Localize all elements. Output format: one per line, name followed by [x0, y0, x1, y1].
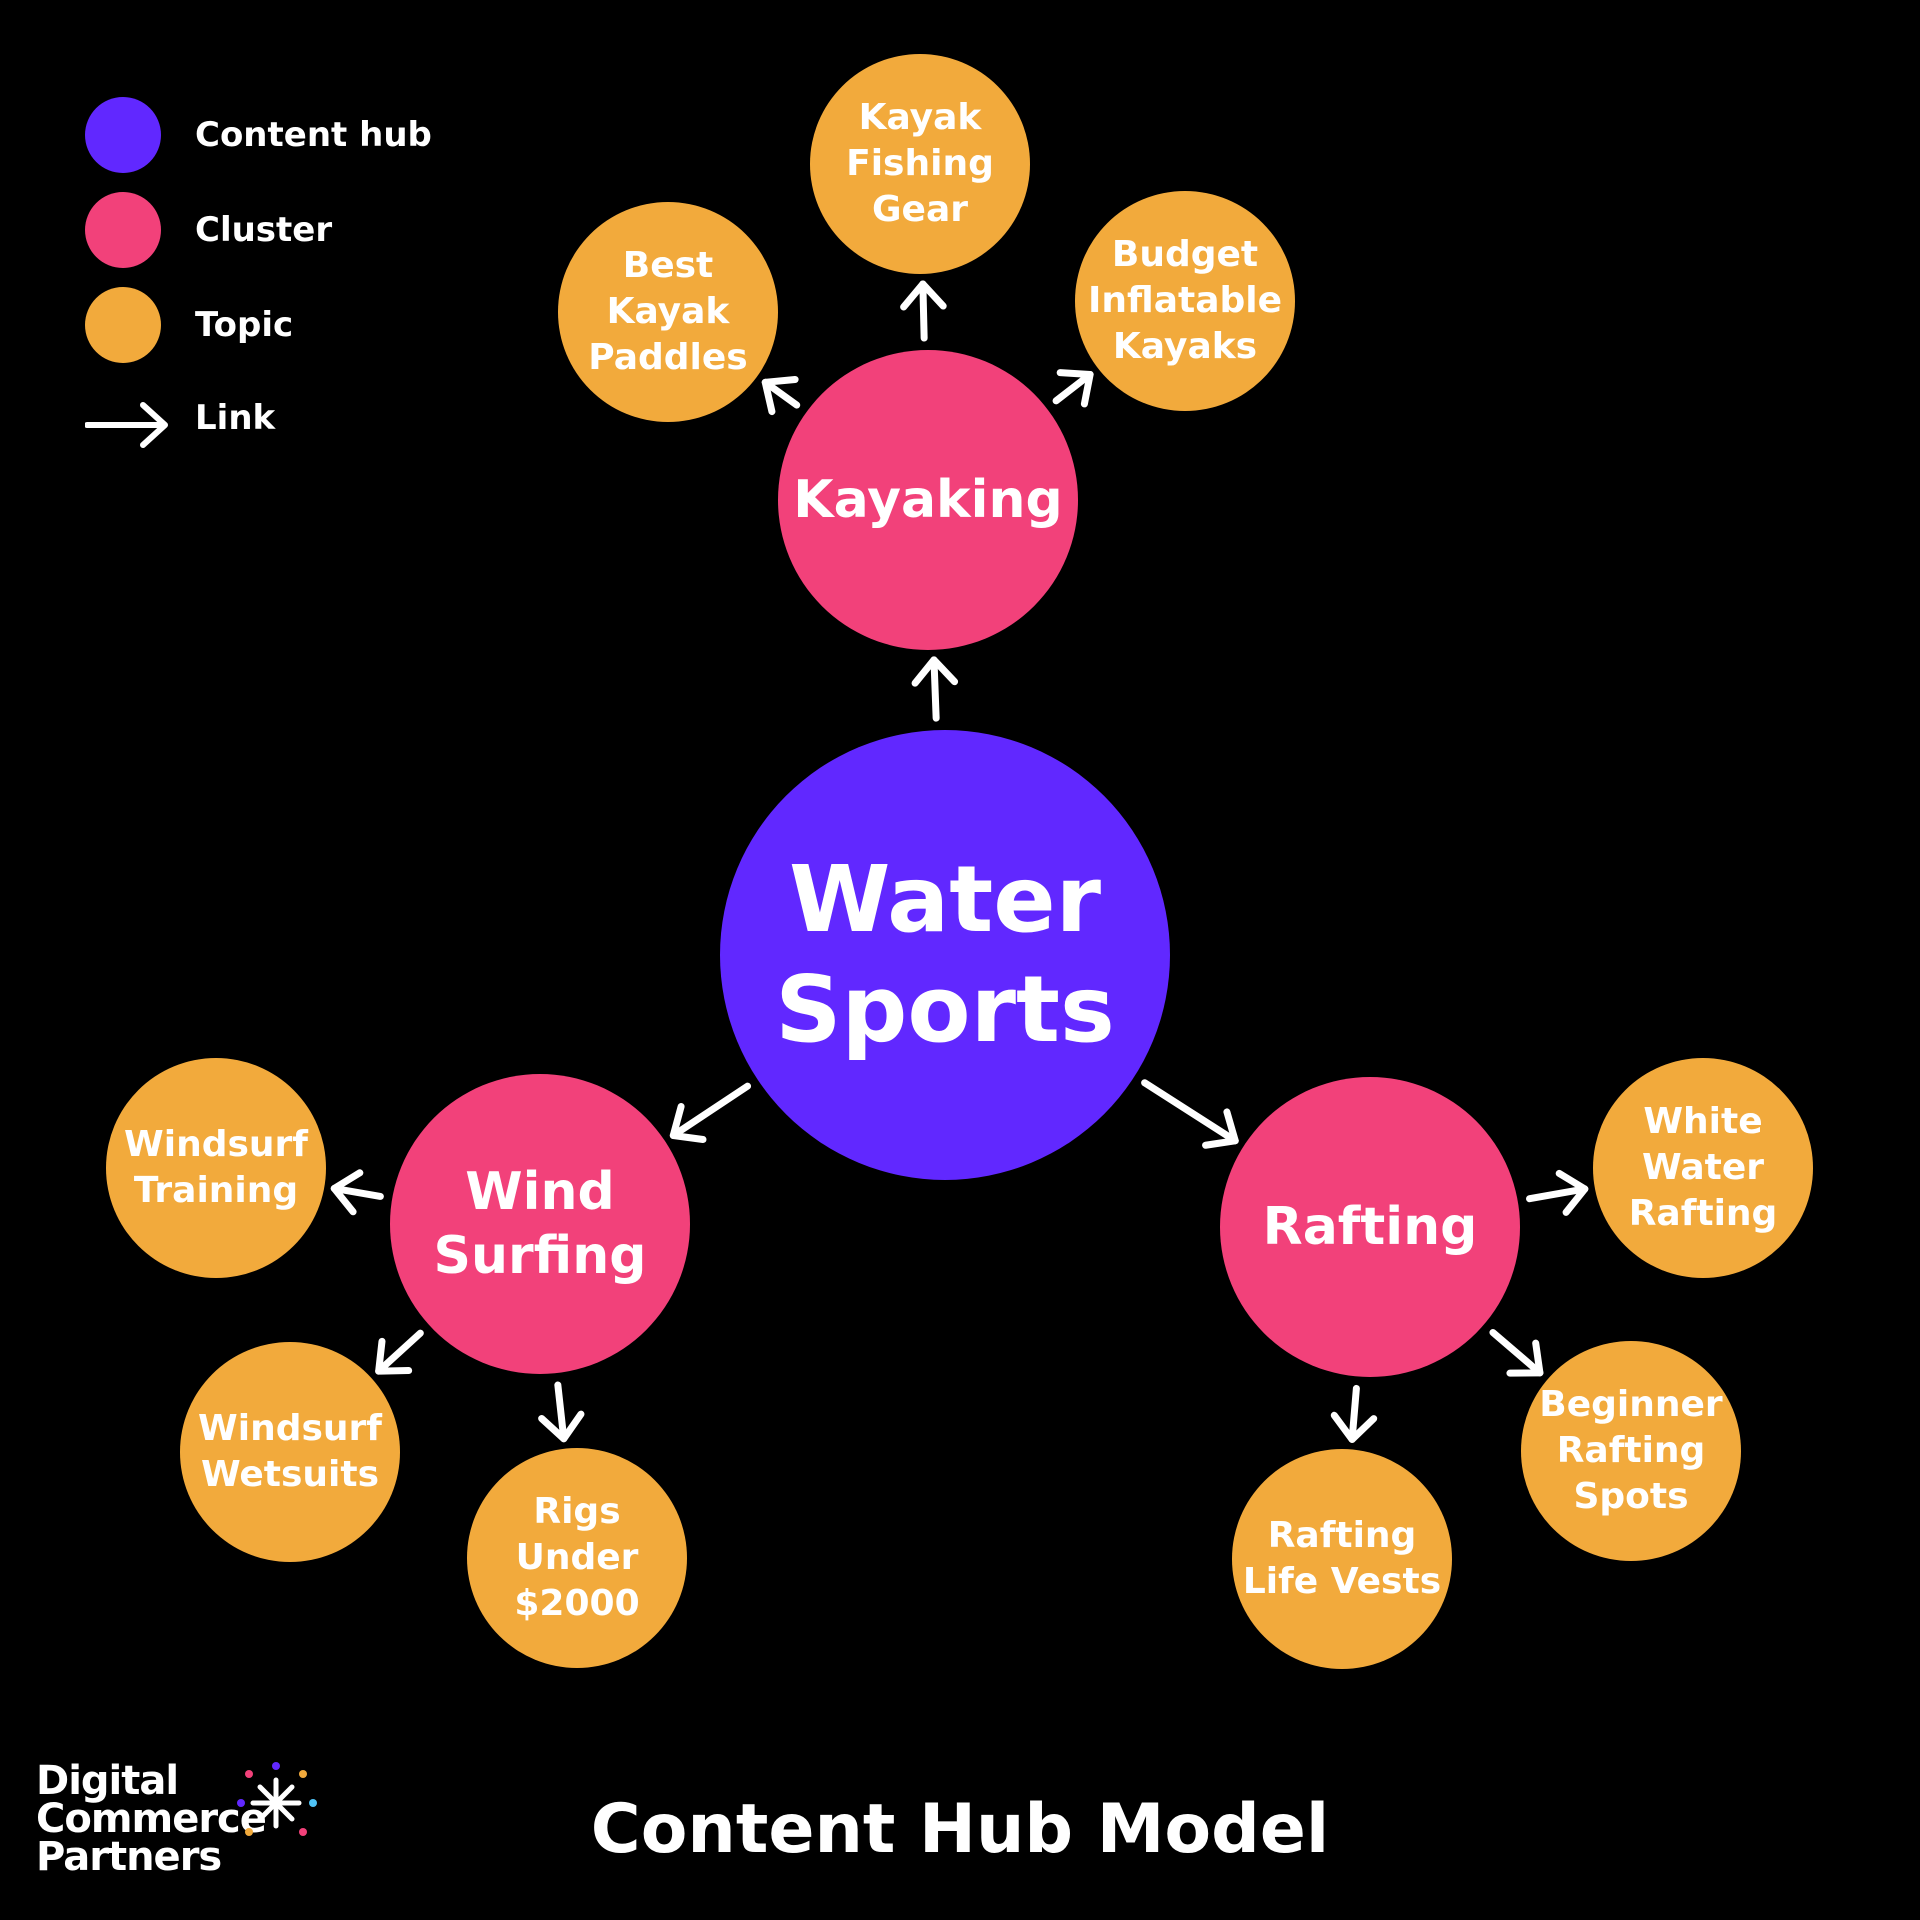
legend-item-topic: Topic	[85, 287, 293, 363]
topic-node-label: Spots	[1573, 1476, 1689, 1517]
topic-node-label: Life Vests	[1242, 1561, 1442, 1602]
topic-node-label: Best	[622, 245, 714, 286]
topic-node-label: Kayaks	[1112, 326, 1258, 367]
link-arrow-icon	[85, 402, 168, 448]
link-windsurfing-to-topic	[375, 1329, 424, 1375]
topic-node-label: White	[1643, 1101, 1763, 1142]
topic-node-label: Rafting	[1628, 1193, 1778, 1234]
topic-node-label: Windsurf	[198, 1408, 382, 1449]
link-rafting-to-topic	[1489, 1329, 1544, 1377]
legend-item-cluster: Cluster	[85, 192, 332, 268]
link-hub-to-rafting	[1141, 1079, 1239, 1149]
legend-label-cluster: Cluster	[195, 210, 333, 250]
digital-commerce-partners-logo: Digital Commerce Partners	[36, 1758, 317, 1880]
topic-node-label: Kayak	[606, 291, 730, 332]
diagram-title: Content Hub Model	[590, 1790, 1330, 1869]
topic-node-label: Fishing	[846, 143, 994, 184]
content-hub-node-label: Sports	[775, 956, 1115, 1063]
legend-swatch-content-hub	[85, 97, 161, 173]
link-kayaking-to-topic	[761, 375, 801, 416]
link-kayaking-to-topic	[900, 280, 947, 342]
logo-line: Digital	[36, 1758, 179, 1804]
legend-item-link: Link	[85, 380, 275, 456]
topic-node-label: Beginner	[1539, 1384, 1723, 1425]
topic-node-label: Rigs	[533, 1491, 621, 1532]
legend-label-content-hub: Content hub	[195, 115, 432, 155]
topic-node-label: Gear	[871, 189, 968, 230]
link-hub-to-windsurfing	[669, 1082, 752, 1143]
topic-node-label: Under	[515, 1537, 639, 1578]
legend-swatch-cluster	[85, 192, 161, 268]
sparkle-icon	[237, 1762, 317, 1836]
topic-node-label: Paddles	[588, 337, 748, 378]
topic-node-label: $2000	[514, 1583, 640, 1624]
link-kayaking-to-topic	[1052, 369, 1094, 408]
cluster-node-rafting: Rafting	[1220, 1077, 1520, 1377]
topic-node-label: Rafting	[1556, 1430, 1706, 1471]
cluster-node-windsurfing-label: Surfing	[433, 1226, 647, 1286]
topic-node-label: Water	[1641, 1147, 1765, 1188]
link-windsurfing-to-topic	[538, 1381, 585, 1443]
logo-line: Commerce	[36, 1796, 267, 1842]
link-rafting-to-topic	[1330, 1384, 1378, 1443]
legend-item-content-hub: Content hub	[85, 97, 432, 173]
legend-label-topic: Topic	[195, 305, 294, 345]
topic-node-label: Rafting	[1267, 1515, 1417, 1556]
logo-line: Partners	[36, 1834, 222, 1880]
link-hub-to-kayaking	[911, 656, 959, 722]
topic-node-label: Budget	[1111, 234, 1259, 275]
link-rafting-to-topic	[1526, 1169, 1589, 1216]
cluster-node-rafting-label: Rafting	[1262, 1197, 1478, 1257]
topic-node-label: Inflatable	[1087, 280, 1283, 321]
cluster-node-kayaking-label: Kayaking	[793, 470, 1063, 530]
legend-label-link: Link	[195, 398, 276, 438]
topic-node-label: Windsurf	[124, 1124, 308, 1165]
topic-node-label: Kayak	[858, 97, 982, 138]
cluster-node-windsurfing-label: Wind	[465, 1162, 615, 1222]
cluster-node-kayaking: Kayaking	[778, 350, 1078, 650]
link-windsurfing-to-topic	[330, 1169, 384, 1216]
topic-node-label: Training	[133, 1170, 299, 1211]
topic-node-label: Wetsuits	[200, 1454, 380, 1495]
legend-swatch-topic	[85, 287, 161, 363]
content-hub-node-label: Water	[788, 846, 1102, 953]
